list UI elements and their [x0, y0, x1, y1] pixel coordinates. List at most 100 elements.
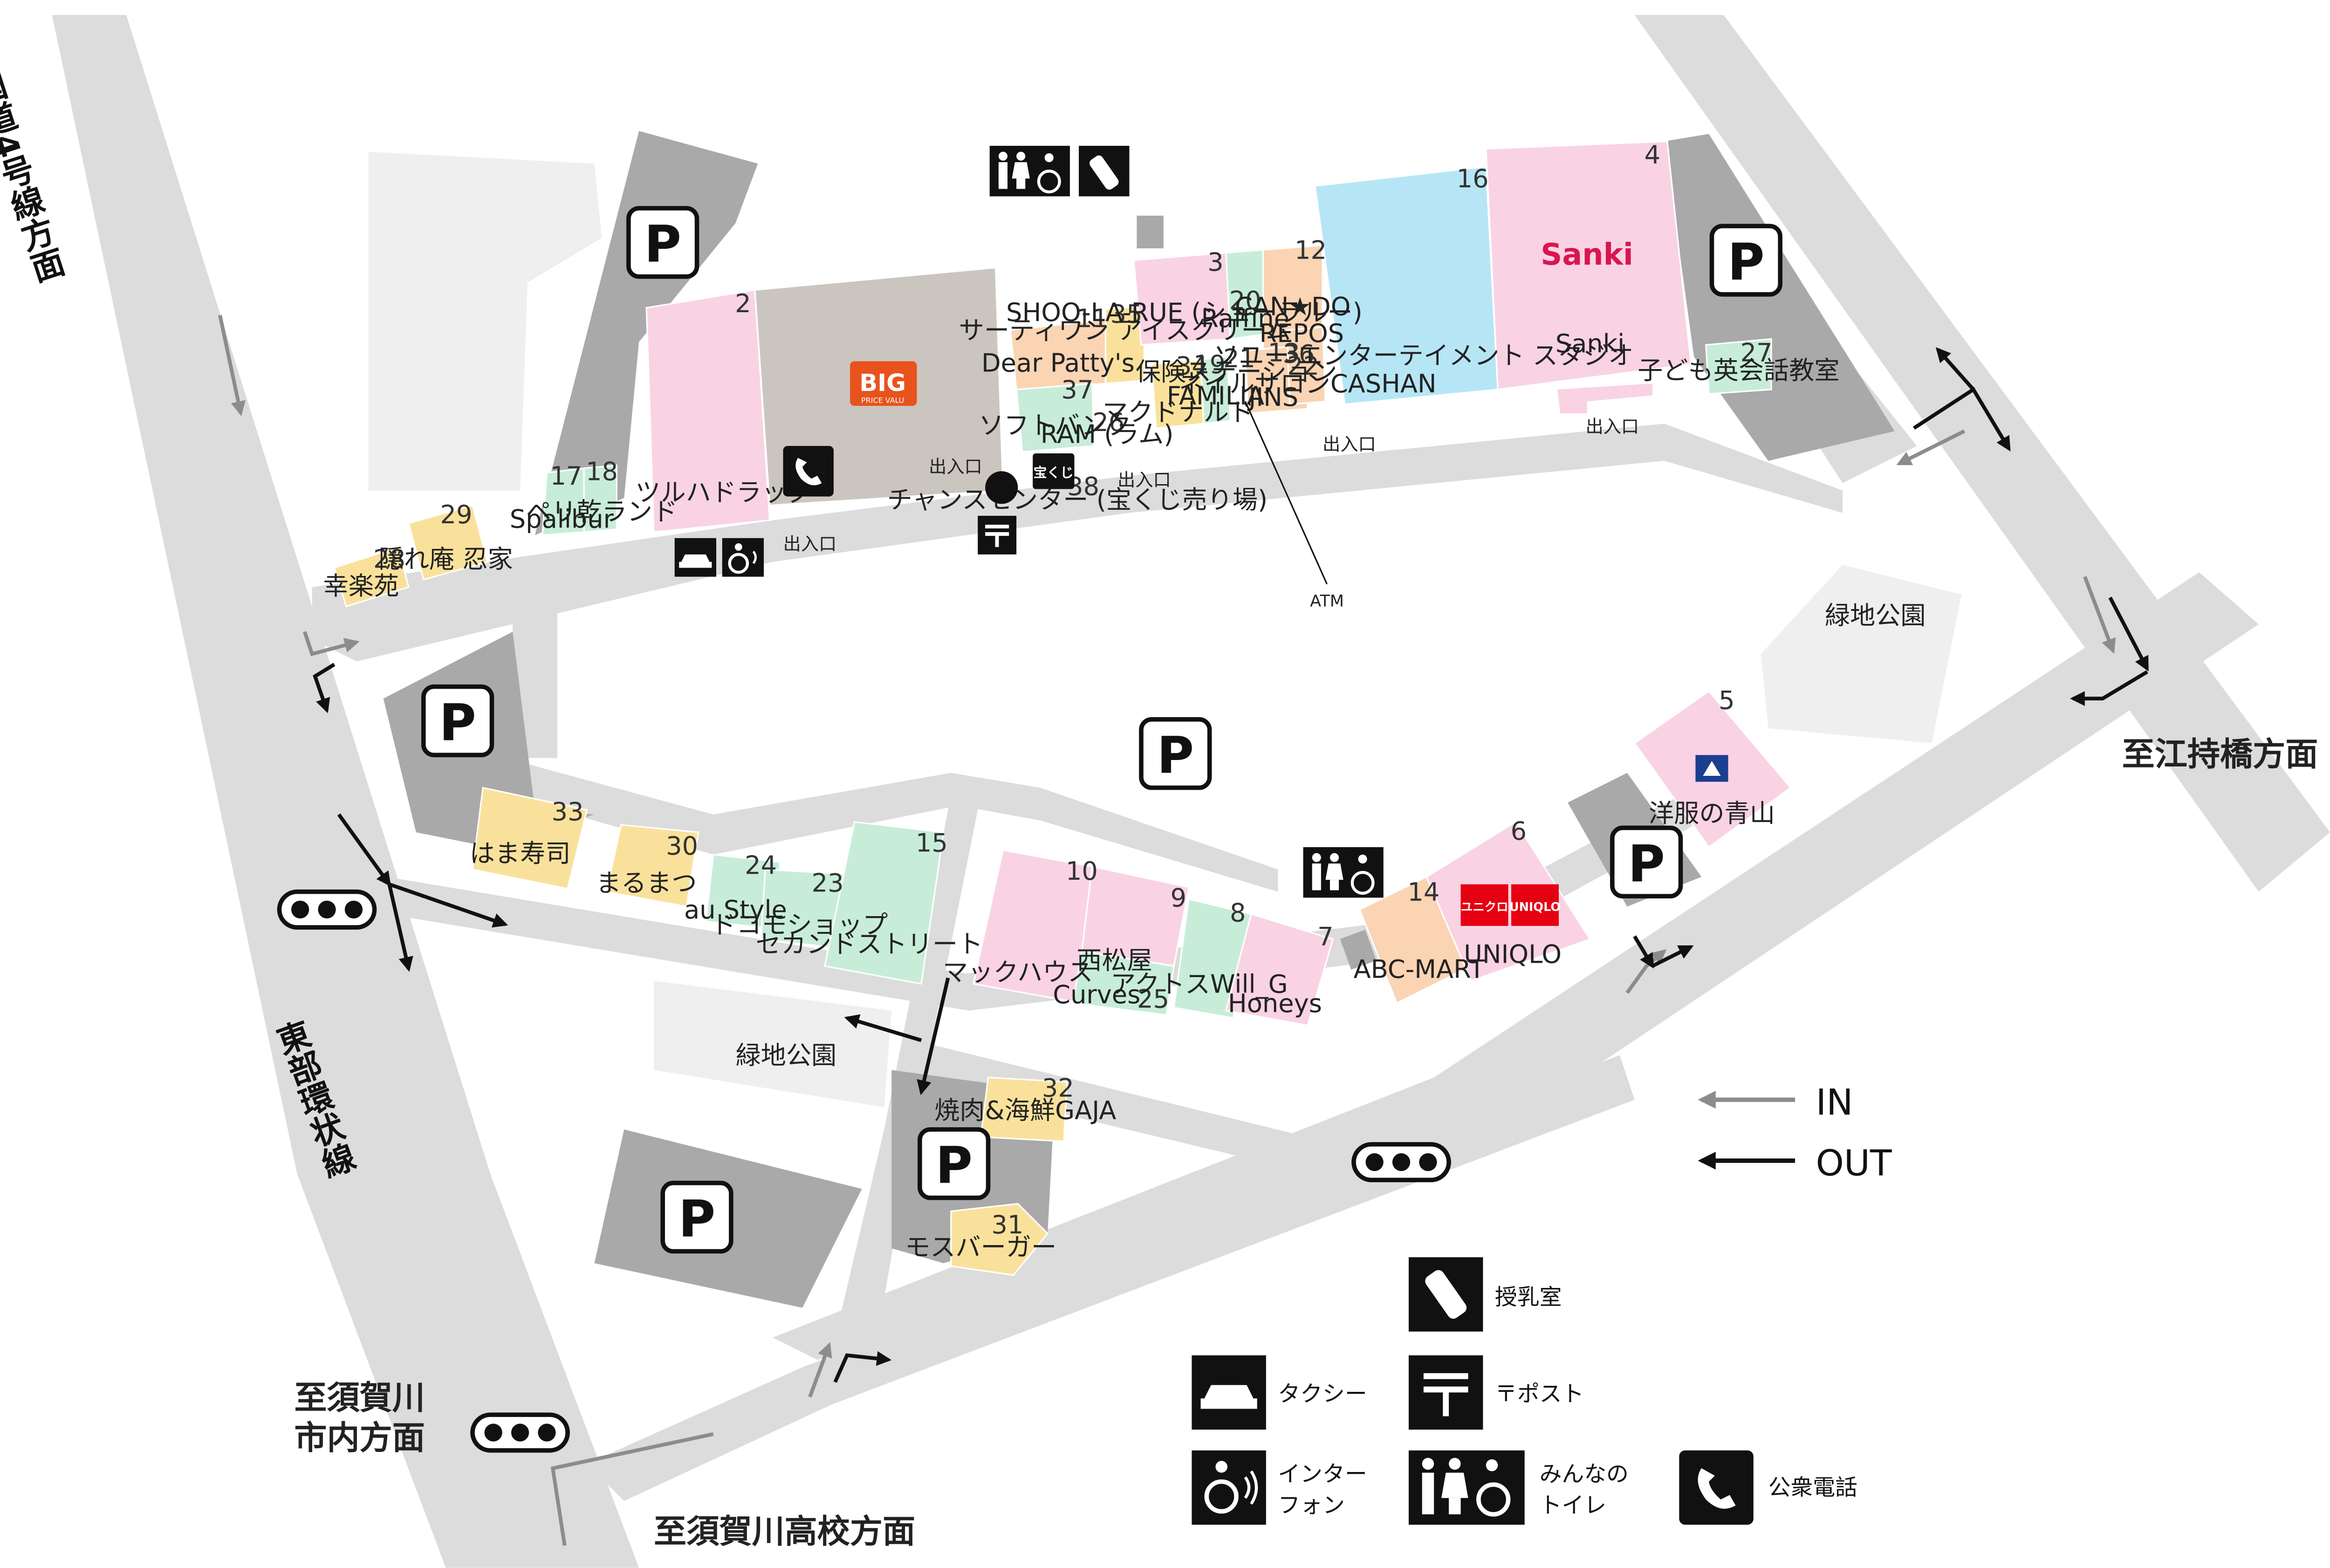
parking-letter: P [1628, 834, 1665, 893]
direction-route4: 至国道4号線方面 [0, 36, 69, 287]
store-name-gaja: 焼肉&海鮮GAJA [934, 1096, 1116, 1125]
store-name-ram: RAM (ラム) [1041, 420, 1174, 449]
store-28-kourakuen [333, 546, 410, 608]
store-7-honeys [1225, 913, 1334, 1027]
green-area-park-east [1761, 565, 1962, 743]
store-name-aoyama: 洋服の青山 [1649, 799, 1775, 828]
store-no-37: 37 [1061, 375, 1093, 404]
legend-intercom-label-line1: インター [1278, 1462, 1367, 1487]
uniqlo-logo-left [1460, 884, 1508, 926]
store-no-10: 10 [1066, 856, 1098, 886]
store-15-second-street [823, 821, 945, 985]
store-name-shinobuya: 隠れ庵 忍家 [379, 545, 513, 574]
parking-sign-center: P [1139, 717, 1212, 790]
store-25-curves [1072, 950, 1175, 1016]
store-no-17: 17 [550, 461, 582, 491]
road-west-spine [513, 565, 557, 758]
takarakuji-icon: 宝くじ [1033, 453, 1075, 489]
store-no-5: 5 [1719, 685, 1734, 715]
store-name-hama-sushi: はま寿司 [470, 839, 571, 868]
parking-sign-northeast: P [1709, 224, 1782, 297]
uniqlo-logo: ユニクロ UNIQLO [1460, 884, 1561, 926]
store-no-2: 2 [735, 289, 751, 318]
store-name-mos-burger: モスバーガー [905, 1232, 1056, 1262]
store-no-30: 30 [666, 831, 698, 861]
nursing-room-icon [1079, 145, 1130, 197]
road-middle-top [505, 758, 1278, 892]
store-37-softbank [1015, 383, 1095, 453]
store-no-21: 21 [1223, 344, 1255, 373]
store-no-32: 32 [1042, 1074, 1074, 1103]
store-27-kids [1705, 338, 1772, 395]
takarakuji-text: 宝くじ [1034, 465, 1074, 480]
store-no-28: 28 [373, 545, 405, 574]
store-no-36: 36 [1283, 339, 1315, 369]
green-area-park-south [654, 981, 892, 1108]
parking-sign-east: P [1610, 825, 1683, 899]
store-name-nishimatsuya: 西松屋 [1076, 946, 1152, 975]
store-name-honeys: Honeys [1228, 989, 1322, 1018]
store-name-spalibur: Spalibur [510, 504, 614, 534]
legend-public-phone-icon [1679, 1450, 1754, 1525]
store-36-22-repos [1286, 326, 1327, 405]
store-no-27: 27 [1741, 338, 1773, 367]
park-east-label: 緑地公園 [1825, 601, 1926, 630]
legend-intercom-icon [1192, 1450, 1266, 1525]
store-31-mos-burger [950, 1203, 1049, 1276]
store-name-actos: アクトスWill_G [1110, 970, 1288, 999]
store-no-29: 29 [440, 500, 472, 529]
store-no-23: 23 [812, 869, 844, 898]
store-no-35: 35 [1110, 299, 1143, 329]
legend-taxi-icon [1192, 1355, 1266, 1430]
parking-letter: P [439, 693, 476, 752]
big-logo-badge [850, 361, 917, 406]
store-name-soyu: ソユー エンターテイメント スタジオ [1213, 341, 1633, 370]
store-no-19: 19 [1193, 350, 1226, 379]
aoyama-logo-icon [1695, 755, 1728, 782]
direction-sukagawa-city-line2: 市内方面 [294, 1418, 425, 1457]
big-logo: BIG PRICE VALU [850, 361, 917, 406]
store-no-20: 20 [1229, 286, 1261, 315]
store-no-6: 6 [1511, 816, 1527, 846]
store-no-4: 4 [1645, 140, 1660, 170]
store-name-raffine: Raffine [1201, 304, 1289, 333]
store-blocks [333, 140, 1792, 1276]
store-no-12: 12 [1295, 235, 1327, 265]
store-18 [583, 464, 617, 533]
parking-letter: P [935, 1136, 972, 1195]
store-name-can-do: CAN★DO [1235, 292, 1350, 321]
store-name-abc-mart: ABC-MART [1354, 955, 1485, 984]
sanki-logo: Sanki [1541, 238, 1633, 272]
atm-marker-icon [985, 471, 1018, 504]
big-logo-text: BIG [859, 370, 906, 397]
road-north-aisle [312, 424, 1843, 662]
legend-post-icon [1408, 1355, 1483, 1430]
store-33-hama-sushi [472, 787, 588, 890]
parking-letter: P [1157, 726, 1194, 785]
entrance-label: 出入口 [929, 456, 982, 477]
store-name-au: au Style [684, 895, 787, 924]
traffic-arrows-out [313, 347, 2149, 1383]
store-name-thirty-one: サーティワン アイスクリーム [959, 315, 1291, 345]
store-no-33: 33 [552, 797, 584, 827]
sanki-entrance-canopy [1557, 383, 1652, 413]
store-name-softbank: ソフトバンク [979, 411, 1131, 440]
traffic-signal-south [1351, 1142, 1451, 1183]
parking-sign-northwest: P [626, 206, 699, 279]
store-2-tsuruha [645, 289, 771, 533]
atm-pointer-line [1244, 401, 1328, 585]
legend-nursing-room-label: 授乳室 [1495, 1285, 1562, 1310]
traffic-signal-southwest [470, 1412, 570, 1453]
store-name-kids: 子ども英会話教室 [1638, 356, 1840, 385]
direction-sukagawa-high-school: 至須賀川高校方面 [654, 1512, 915, 1550]
store-no-22: 22 [1287, 351, 1319, 381]
parking-signs: P P P P P P P [421, 206, 1782, 1254]
post-icon [978, 515, 1017, 555]
legend-out-label: OUT [1816, 1143, 1892, 1185]
store-name-dear-pattys: Dear Patty's [981, 349, 1135, 378]
restroom-icon [989, 145, 1070, 197]
store-4-sanki [1485, 140, 1692, 390]
parking-sign-southwest: P [660, 1180, 733, 1254]
store-no-25: 25 [1137, 984, 1169, 1013]
park-south-label: 緑地公園 [735, 1041, 836, 1070]
